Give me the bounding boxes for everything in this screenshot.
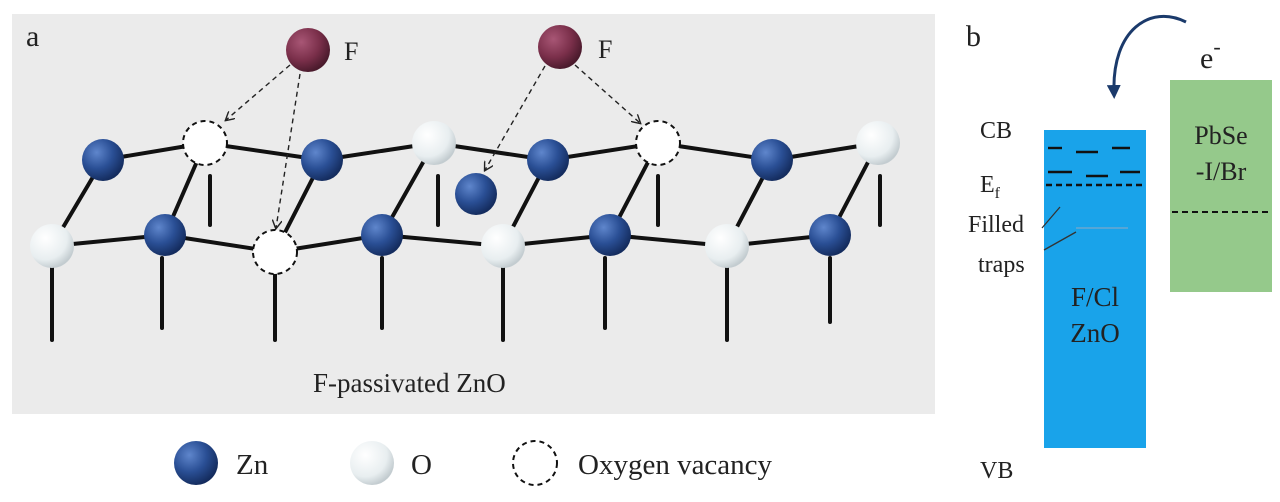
zno-trap-levels bbox=[1046, 146, 1144, 187]
electron-label: e- bbox=[1200, 34, 1221, 75]
o-atom bbox=[412, 121, 456, 165]
legend-vacancy-icon bbox=[512, 440, 558, 486]
pointer-line bbox=[1043, 231, 1077, 251]
pbse-band bbox=[1170, 80, 1272, 292]
zn-atom bbox=[301, 139, 343, 181]
zno-label-line1: F/Cl bbox=[1071, 282, 1119, 312]
o-atom bbox=[705, 224, 749, 268]
atoms-bottom-row bbox=[30, 214, 851, 275]
dashed-arrow bbox=[574, 64, 640, 123]
filled-traps-line2: traps bbox=[978, 252, 1025, 278]
zno-band bbox=[1044, 130, 1146, 448]
pbse-label-line1: PbSe bbox=[1194, 121, 1247, 150]
legend-o-label: O bbox=[411, 449, 432, 481]
fluorine-atom-2: F bbox=[538, 25, 612, 69]
atoms-top-row bbox=[82, 120, 900, 181]
legend: Zn O Oxygen vacancy bbox=[174, 440, 773, 486]
filled-traps-line1: Filled bbox=[968, 212, 1024, 238]
zn-atom bbox=[809, 214, 851, 256]
o-atom bbox=[481, 224, 525, 268]
oxygen-vacancy bbox=[252, 229, 298, 275]
pointer-line bbox=[1041, 206, 1061, 229]
vb-label: VB bbox=[980, 458, 1013, 484]
ef-main: E bbox=[980, 172, 995, 198]
electron-symbol: e bbox=[1200, 42, 1213, 75]
cb-label: CB bbox=[980, 118, 1012, 144]
zn-atom bbox=[361, 214, 403, 256]
panel-b: b e- F/Cl ZnO PbSe -I/Br CB Ef Fille bbox=[966, 14, 1272, 484]
ef-sub: f bbox=[995, 185, 1001, 202]
oxygen-vacancy bbox=[182, 120, 228, 166]
legend-o-icon bbox=[350, 441, 394, 485]
zn-atom bbox=[751, 139, 793, 181]
zn-atom bbox=[527, 139, 569, 181]
f-atom bbox=[538, 25, 582, 69]
f-atom-label: F bbox=[344, 37, 358, 66]
zn-atom bbox=[589, 214, 631, 256]
passivation-arrows bbox=[226, 64, 640, 228]
panel-a: a bbox=[12, 14, 935, 414]
zn-atom bbox=[82, 139, 124, 181]
panel-b-label: b bbox=[966, 20, 981, 53]
filled-traps-pointers bbox=[1041, 206, 1077, 251]
legend-zn-label: Zn bbox=[236, 449, 269, 481]
fluorine-atom-1: F bbox=[286, 28, 358, 72]
dashed-arrow bbox=[485, 65, 546, 170]
electron-transfer-arrow bbox=[1106, 14, 1187, 99]
pbse-label-line2: -I/Br bbox=[1196, 157, 1247, 186]
electron-charge: - bbox=[1213, 34, 1220, 59]
zno-label-line2: ZnO bbox=[1070, 318, 1120, 348]
panel-a-label: a bbox=[26, 20, 39, 53]
oxygen-vacancy bbox=[635, 120, 681, 166]
zn-atom bbox=[144, 214, 186, 256]
dashed-arrow bbox=[276, 73, 301, 228]
o-atom bbox=[856, 121, 900, 165]
panel-a-caption: F-passivated ZnO bbox=[313, 368, 506, 398]
f-atom bbox=[286, 28, 330, 72]
interstitial-zn-atom bbox=[455, 173, 497, 215]
o-atom bbox=[30, 224, 74, 268]
f-atom-label: F bbox=[598, 35, 612, 64]
legend-vacancy-label: Oxygen vacancy bbox=[578, 449, 773, 481]
legend-zn-icon bbox=[174, 441, 218, 485]
ef-label: Ef bbox=[980, 172, 1001, 202]
